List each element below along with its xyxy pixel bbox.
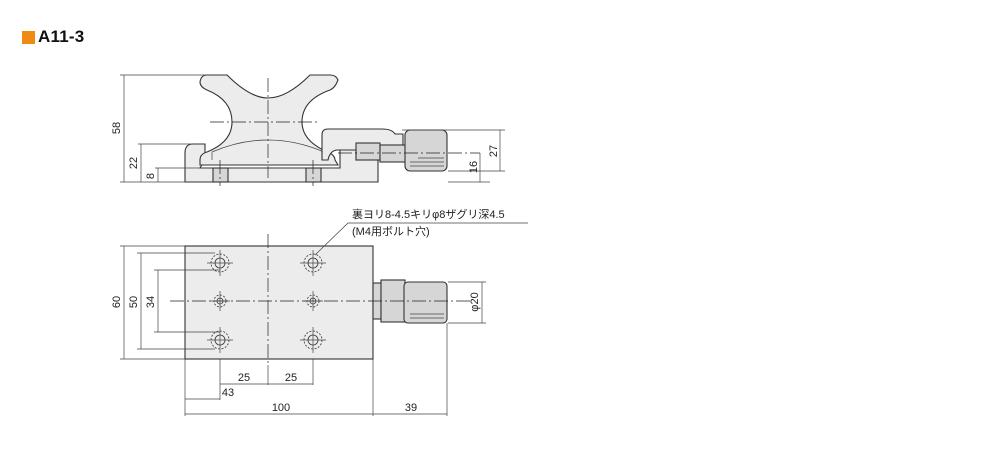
dim-width: 60 — [111, 296, 123, 308]
top-view: 裏ヨリ8-4.5キリφ8ザグリ深4.5 (M4用ボルト穴) 60 50 34 φ… — [111, 207, 528, 416]
top-left-extension-lines — [120, 245, 220, 360]
side-vblock-body — [199, 74, 339, 166]
hole-mid-right — [303, 291, 323, 311]
figure-title-label: A11-3 — [38, 27, 85, 46]
knob-diameter-extension-lines — [448, 281, 486, 324]
dim-hole-offset: 43 — [222, 387, 234, 399]
hole-bottom-right — [300, 327, 326, 353]
hole-top-right — [300, 250, 326, 276]
top-bottom-extension-lines — [184, 323, 448, 416]
dim-hole-span-outer: 50 — [128, 296, 140, 308]
hole-top-left — [207, 250, 233, 276]
dim-knob-length: 39 — [405, 402, 417, 414]
side-knob-shaft — [379, 144, 407, 163]
hole-mid-left — [210, 291, 230, 311]
dim-hole-pitch-2: 25 — [285, 372, 297, 384]
figure-title: A11-3 — [22, 27, 84, 47]
side-screw-left — [212, 167, 229, 183]
dim-base-height: 8 — [145, 173, 157, 179]
dim-platform-height: 22 — [128, 157, 140, 169]
hole-bottom-left — [207, 327, 233, 353]
dim-knob-center-height: 16 — [468, 161, 480, 173]
dim-overall-height: 58 — [111, 122, 123, 134]
callout-line-1: 裏ヨリ8-4.5キリφ8ザグリ深4.5 — [352, 207, 505, 221]
top-knob-knurl — [410, 313, 444, 319]
dim-hole-pitch-1: 25 — [238, 372, 250, 384]
side-extension-lines — [120, 74, 505, 183]
side-knob-knurl — [410, 157, 444, 167]
dim-knob-height: 27 — [488, 145, 500, 157]
top-knob — [403, 281, 448, 324]
title-marker — [22, 30, 35, 44]
side-clamp-slot — [355, 142, 381, 161]
callout-line-2: (M4用ボルト穴) — [352, 224, 430, 238]
dim-length: 100 — [272, 402, 290, 414]
side-view: 58 22 8 27 16 — [111, 74, 505, 186]
dim-knob-diameter: φ20 — [469, 292, 481, 311]
callout-leader — [314, 222, 528, 256]
dim-hole-span-inner: 34 — [145, 296, 157, 308]
side-knob — [404, 129, 448, 172]
side-screw-right — [305, 167, 322, 183]
